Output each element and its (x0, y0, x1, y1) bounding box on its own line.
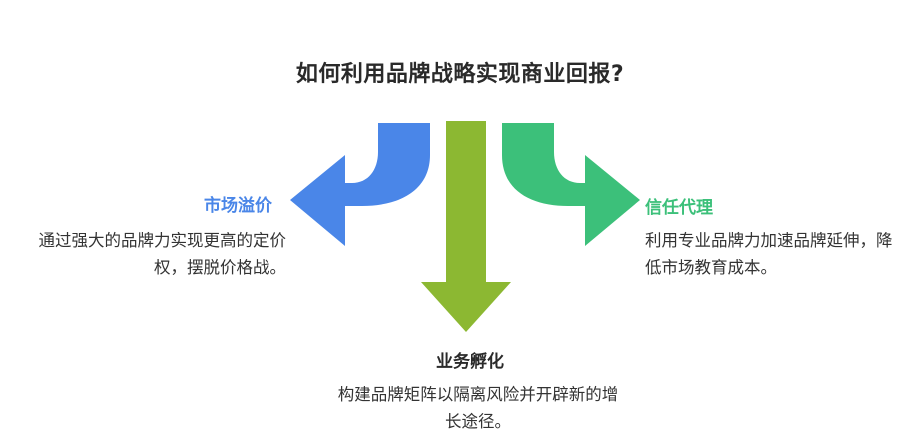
trust-proxy-heading: 信任代理 (645, 198, 713, 218)
market-premium-heading: 市场溢价 (204, 196, 272, 216)
business-incubation-heading: 业务孵化 (436, 352, 504, 372)
trust-proxy-description: 利用专业品牌力加速品牌延伸，降低市场教育成本。 (645, 231, 893, 277)
market-premium-description: 通过强大的品牌力实现更高的定价权，摆脱价格战。 (38, 231, 287, 277)
bottom-straight-arrow (421, 121, 511, 332)
left-curved-arrow (290, 123, 430, 246)
diagram-title: 如何利用品牌战略实现商业回报? (295, 62, 625, 87)
right-curved-arrow (502, 123, 640, 246)
business-incubation-description: 构建品牌矩阵以隔离风险并开辟新的增长途径。 (337, 385, 619, 431)
